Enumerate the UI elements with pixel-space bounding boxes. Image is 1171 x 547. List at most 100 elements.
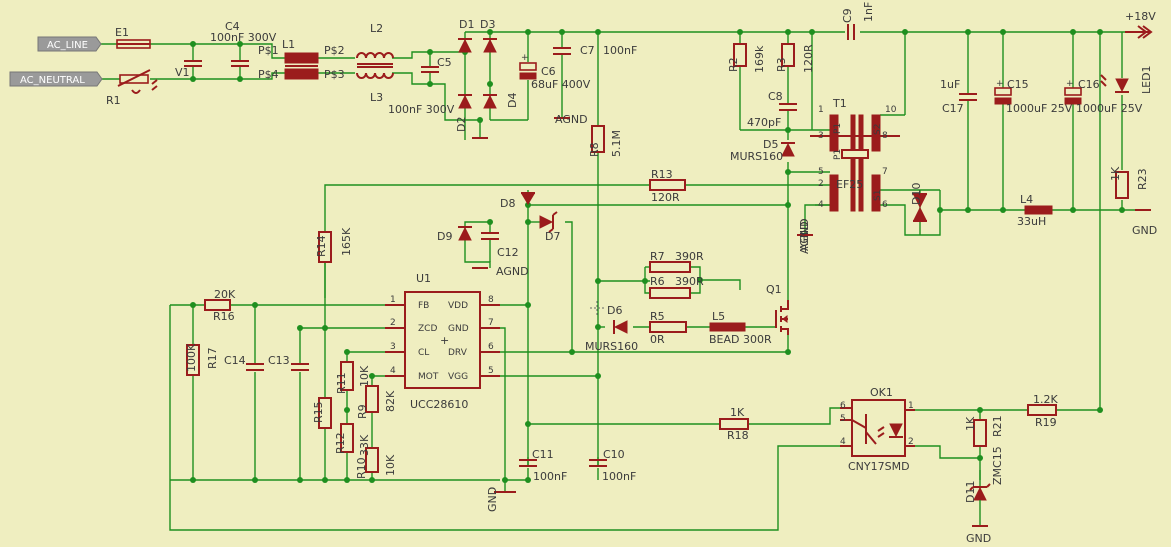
resistor-r8-label: R8	[588, 142, 601, 157]
capacitor-c5-label: C5	[437, 56, 452, 69]
resistor-r17-value: 100K	[185, 343, 198, 372]
agnd-3-label: AGND	[496, 265, 529, 278]
capacitor-c7[interactable]: C7 100nF	[553, 44, 637, 57]
cross-marker	[590, 301, 604, 315]
ferrite-bead-l5-label: L5	[712, 310, 725, 323]
resistor-r13[interactable]: R13 120R	[649, 168, 686, 204]
resistor-r15[interactable]: R15	[312, 397, 332, 429]
port-ac-line-label: AC_LINE	[47, 40, 88, 51]
capacitor-c17[interactable]: 1uF C17	[940, 78, 977, 115]
capacitor-c16-label: C16	[1078, 78, 1100, 91]
resistor-r16-value: 20K	[214, 288, 236, 301]
capacitor-c16[interactable]: + C16 1000uF 25V	[1064, 78, 1143, 115]
resistor-r10-value-b: 10K	[384, 454, 397, 476]
inductor-l4[interactable]: L4 33uH	[1017, 193, 1053, 228]
resistor-r8[interactable]: R8 5.1M	[588, 125, 623, 157]
fuse-e1[interactable]: E1	[115, 26, 151, 49]
resistor-r16[interactable]: 20K R16	[204, 288, 236, 323]
transformer-t1-label: T1	[832, 97, 847, 110]
resistor-r2[interactable]: R2 169k	[727, 43, 766, 73]
transformer-t1[interactable]: T1 P1 P1 S2 S1 EF25 1 10 3 8 5 7 2 4 6	[810, 97, 900, 212]
capacitor-c4-label: C4	[225, 20, 240, 33]
diode-d1[interactable]: D1	[458, 18, 474, 53]
agnd-1-label: AGND	[555, 113, 588, 126]
resistor-r6[interactable]: R6 390R	[649, 275, 704, 299]
capacitor-v1[interactable]: V1	[175, 60, 202, 79]
resistor-r5[interactable]: R5 0R	[649, 310, 687, 346]
optocoupler-ok1[interactable]: OK1 CNY17SMD 6 5 4 1 2	[840, 386, 915, 473]
resistor-r17-label: R17	[206, 347, 219, 369]
resistor-r16-label: R16	[213, 310, 235, 323]
resistor-r14[interactable]: R14 165K	[315, 227, 353, 263]
capacitor-c10[interactable]: C10 100nF	[589, 448, 636, 483]
gnd-secondary: GND	[1132, 209, 1157, 237]
resistor-r19[interactable]: 1.2K R19	[1027, 393, 1058, 429]
t1-pin-6: 6	[882, 200, 888, 210]
port-plus-18v[interactable]: +18V	[1125, 10, 1156, 39]
resistor-r11[interactable]: R11 10K	[335, 361, 371, 394]
inductor-l3[interactable]: L3	[356, 66, 394, 104]
capacitor-c11-value: 100nF	[533, 470, 567, 483]
choke-l1[interactable]: L1 P$1 P$2 P$4 P$3	[258, 38, 345, 81]
diode-d6[interactable]: D6 MURS160	[585, 304, 638, 353]
resistor-r3[interactable]: R3 120R	[775, 43, 815, 73]
diode-d10[interactable]: D10	[910, 183, 927, 222]
capacitor-c4[interactable]: C4 100nF 300V	[210, 20, 277, 67]
resistor-r7[interactable]: R7 390R	[649, 250, 704, 273]
zener-d11[interactable]: D11 ZMC15	[964, 446, 1004, 503]
capacitor-c6[interactable]: + C6 68uF 400V	[519, 53, 591, 91]
varistor-r1[interactable]: R1	[106, 69, 158, 107]
capacitor-c10-label: C10	[603, 448, 625, 461]
choke-l1-ps3: P$3	[324, 68, 345, 81]
resistor-r23[interactable]: 1K R23	[1109, 166, 1149, 199]
diode-d4[interactable]: D4	[483, 93, 519, 109]
diode-d1-label: D1	[459, 18, 474, 31]
ferrite-bead-l5[interactable]: L5 BEAD 300R	[709, 310, 772, 346]
capacitor-c5-value: 100nF 300V	[388, 103, 455, 116]
capacitor-c12[interactable]: C12	[481, 232, 519, 259]
resistor-r21[interactable]: 1K R21	[964, 415, 1004, 447]
resistor-r19-value: 1.2K	[1033, 393, 1058, 406]
resistor-r6-value: 390R	[675, 275, 704, 288]
resistor-r7-label: R7	[650, 250, 665, 263]
capacitor-c15[interactable]: + C15 1000uF 25V	[994, 78, 1073, 115]
inductor-l2[interactable]: L2	[356, 22, 394, 65]
port-ac-line[interactable]: AC_LINE	[37, 36, 102, 52]
resistor-r23-label: R23	[1136, 168, 1149, 190]
resistor-r2-value: 169k	[753, 45, 766, 73]
capacitor-c14[interactable]: C14	[224, 354, 264, 371]
diode-d9[interactable]: D9	[437, 226, 472, 243]
capacitor-c11[interactable]: C11 100nF	[519, 448, 567, 483]
diode-d2[interactable]: D2	[455, 94, 472, 132]
capacitor-c5[interactable]: C5 100nF 300V	[388, 56, 455, 116]
resistor-r15-label: R15	[312, 401, 325, 423]
resistor-r12[interactable]: R12	[334, 423, 354, 454]
t1-pin-7: 7	[882, 167, 888, 177]
capacitor-c9[interactable]: C9 1nF	[841, 2, 875, 40]
diode-d5[interactable]: D5 MURS160	[730, 138, 795, 163]
u1-drv: DRV	[448, 348, 468, 358]
diode-d8[interactable]: D8	[500, 192, 535, 210]
mosfet-q1[interactable]: Q1	[766, 283, 789, 335]
led-led1[interactable]: LED1	[1100, 65, 1153, 94]
diode-d7[interactable]: D7	[539, 211, 560, 243]
capacitor-c13[interactable]: C13	[268, 354, 309, 371]
capacitor-c6-value: 68uF 400V	[531, 78, 591, 91]
resistor-r14-value: 165K	[340, 227, 353, 256]
ok1-pin-4: 4	[840, 437, 846, 447]
capacitor-c8[interactable]: C8 470pF	[747, 90, 797, 129]
u1-gnd: GND	[448, 324, 469, 334]
ic-u1[interactable]: U1 UCC28610 + FB VDD ZCD GND CL DRV MOT …	[385, 272, 500, 411]
resistor-r10[interactable]: R10 33K 10K	[355, 434, 397, 479]
diode-d6-label: D6	[607, 304, 622, 317]
diode-d3[interactable]: D3	[480, 18, 497, 53]
resistor-r17[interactable]: 100K R17	[185, 343, 219, 376]
transformer-p1b-tag: P1	[833, 149, 843, 160]
resistor-r18[interactable]: 1K R18	[719, 406, 749, 442]
resistor-r10-label: R10	[355, 457, 368, 479]
u1-vgg: VGG	[448, 372, 468, 382]
resistor-r9[interactable]: R9 82K	[356, 385, 397, 419]
diode-d5-value: MURS160	[730, 150, 783, 163]
port-ac-neutral-label: AC_NEUTRAL	[20, 75, 85, 86]
port-ac-neutral[interactable]: AC_NEUTRAL	[9, 71, 103, 87]
